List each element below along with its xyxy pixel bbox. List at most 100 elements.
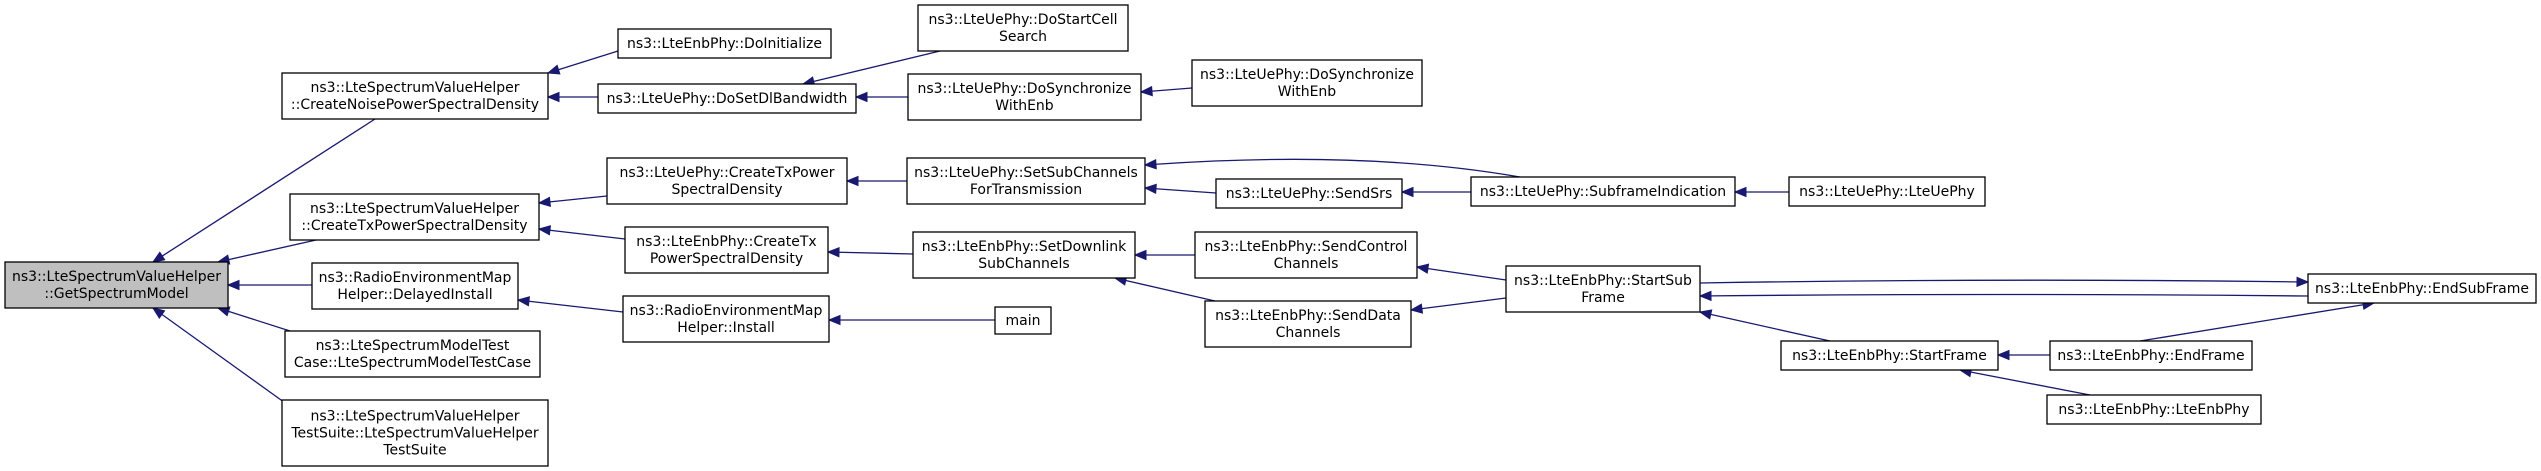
node-box[interactable] — [1788, 176, 1986, 207]
node-box[interactable] — [2307, 273, 2537, 304]
node-label: ns3::LteSpectrumValueHelper — [310, 201, 519, 217]
node-label: ns3::LteSpectrumValueHelper — [311, 409, 520, 425]
node-uesetsub[interactable]: ns3::LteUePhy::SetSubChannelsForTransmis… — [906, 157, 1146, 205]
node-box[interactable] — [4, 261, 229, 309]
edge-line — [1699, 311, 1831, 342]
edge-enbstartsub-to-enbsenddata — [1409, 297, 1507, 314]
edge-uesync2-to-uesync1 — [1139, 85, 1193, 97]
arrowhead — [1698, 309, 1713, 320]
edge-uesrs-to-uesetsub — [1143, 183, 1217, 195]
node-box[interactable] — [597, 83, 857, 114]
arrowhead — [151, 251, 166, 263]
edge-line — [1155, 158, 1521, 178]
edge-enbstartsub-to-enbsendctrl — [1415, 263, 1507, 281]
edge-svhts-to-root — [151, 307, 289, 406]
node-box[interactable] — [284, 330, 541, 378]
node-box[interactable] — [1191, 59, 1423, 107]
node-label: ns3::LteEnbPhy::StartFrame — [1792, 348, 1987, 364]
node-svhts[interactable]: ns3::LteSpectrumValueHelperTestSuite::Lt… — [281, 399, 549, 467]
node-ctxpsd[interactable]: ns3::LteSpectrumValueHelper::CreateTxPow… — [289, 193, 540, 241]
node-enbendframe[interactable]: ns3::LteEnbPhy::EndFrame — [2049, 340, 2253, 371]
node-box[interactable] — [1505, 265, 1701, 313]
node-label: WithEnb — [1278, 84, 1337, 100]
edge-uesfi-to-uesrs — [1400, 186, 1471, 198]
node-box[interactable] — [617, 28, 832, 59]
arrowhead — [826, 247, 840, 258]
node-box[interactable] — [907, 73, 1142, 121]
arrowhead — [827, 314, 841, 326]
edge-uesync1-to-uedlbw — [854, 91, 908, 103]
arrowhead — [546, 91, 560, 103]
node-box[interactable] — [289, 193, 540, 241]
node-label: ns3::LteUePhy::DoSynchronize — [918, 81, 1132, 97]
node-box[interactable] — [1204, 300, 1412, 348]
node-label: ns3::LteSpectrumValueHelper — [311, 80, 520, 96]
node-label: ns3::LteEnbPhy::StartSub — [1514, 273, 1692, 289]
node-enbctxpsd[interactable]: ns3::LteEnbPhy::CreateTxPowerSpectralDen… — [624, 226, 829, 274]
edge-enbendsub-to-enbstartsub — [1698, 290, 2309, 302]
node-enbctor[interactable]: ns3::LteEnbPhy::LteEnbPhy — [2046, 394, 2262, 425]
edge-enbsendctrl-to-enbsetdl — [1133, 249, 1195, 261]
node-label: ns3::LteUePhy::LteUePhy — [1799, 184, 1975, 200]
arrowhead — [1133, 249, 1147, 261]
node-uesfi[interactable]: ns3::LteUePhy::SubframeIndication — [1470, 176, 1736, 207]
node-box[interactable] — [912, 231, 1136, 279]
node-box[interactable] — [622, 295, 830, 343]
node-box[interactable] — [1215, 178, 1403, 209]
node-main[interactable]: main — [994, 306, 1052, 335]
arrowhead — [1409, 303, 1424, 314]
node-label: ::CreateTxPowerSpectralDensity — [301, 218, 527, 234]
edge-line — [152, 307, 289, 406]
node-label: ns3::LteUePhy::CreateTxPower — [620, 165, 835, 181]
edge-enbsetdl-to-enbctxpsd — [826, 247, 914, 258]
node-enbstartframe[interactable]: ns3::LteEnbPhy::StartFrame — [1780, 340, 1999, 371]
node-uectxpsd[interactable]: ns3::LteUePhy::CreateTxPowerSpectralDens… — [606, 157, 848, 205]
node-label: TestSuite::LteSpectrumValueHelper — [290, 426, 538, 442]
node-label: ns3::LteSpectrumValueHelper — [12, 269, 221, 285]
node-box[interactable] — [281, 399, 549, 467]
edge-line — [538, 228, 626, 240]
node-smtest[interactable]: ns3::LteSpectrumModelTestCase::LteSpectr… — [284, 330, 541, 378]
node-box[interactable] — [1470, 176, 1736, 207]
node-box[interactable] — [606, 157, 848, 205]
edge-enbstartsub-to-enbendsub — [1699, 276, 2310, 288]
node-box[interactable] — [624, 226, 829, 274]
node-enbinit[interactable]: ns3::LteEnbPhy::DoInitialize — [617, 28, 832, 59]
node-label: Channels — [1276, 325, 1341, 341]
node-box[interactable] — [2049, 340, 2253, 371]
node-uector[interactable]: ns3::LteUePhy::LteUePhy — [1788, 176, 1986, 207]
node-box[interactable] — [311, 262, 519, 310]
arrowhead — [1996, 349, 2010, 361]
edge-enbsenddata-to-enbsetdl — [1113, 275, 1216, 302]
node-box[interactable] — [994, 306, 1052, 335]
node-box[interactable] — [1194, 231, 1418, 279]
node-box[interactable] — [1780, 340, 1999, 371]
node-box[interactable] — [2046, 394, 2262, 425]
node-label: ns3::LteUePhy::DoSynchronize — [1200, 67, 1414, 83]
edge-enbendframe-to-enbstartframe — [1996, 349, 2050, 361]
node-cnpsd[interactable]: ns3::LteSpectrumValueHelper::CreateNoise… — [281, 72, 549, 120]
node-remdi[interactable]: ns3::RadioEnvironmentMapHelper::DelayedI… — [311, 262, 519, 310]
node-label: ns3::LteSpectrumModelTest — [316, 338, 510, 354]
node-label: ns3::LteUePhy::DoSetDlBandwidth — [607, 91, 848, 107]
node-uedlbw[interactable]: ns3::LteUePhy::DoSetDlBandwidth — [597, 83, 857, 114]
node-label: Frame — [1581, 290, 1625, 306]
node-root[interactable]: ns3::LteSpectrumValueHelper::GetSpectrum… — [4, 261, 229, 309]
node-box[interactable] — [281, 72, 549, 120]
edge-line — [1699, 279, 2298, 284]
arrowhead — [1733, 186, 1747, 198]
node-label: ::CreateNoisePowerSpectralDensity — [291, 97, 539, 113]
node-box[interactable] — [917, 4, 1129, 52]
node-enbendsub[interactable]: ns3::LteEnbPhy::EndSubFrame — [2307, 273, 2537, 304]
node-uesrs[interactable]: ns3::LteUePhy::SendSrs — [1215, 178, 1403, 209]
node-box[interactable] — [906, 157, 1146, 205]
